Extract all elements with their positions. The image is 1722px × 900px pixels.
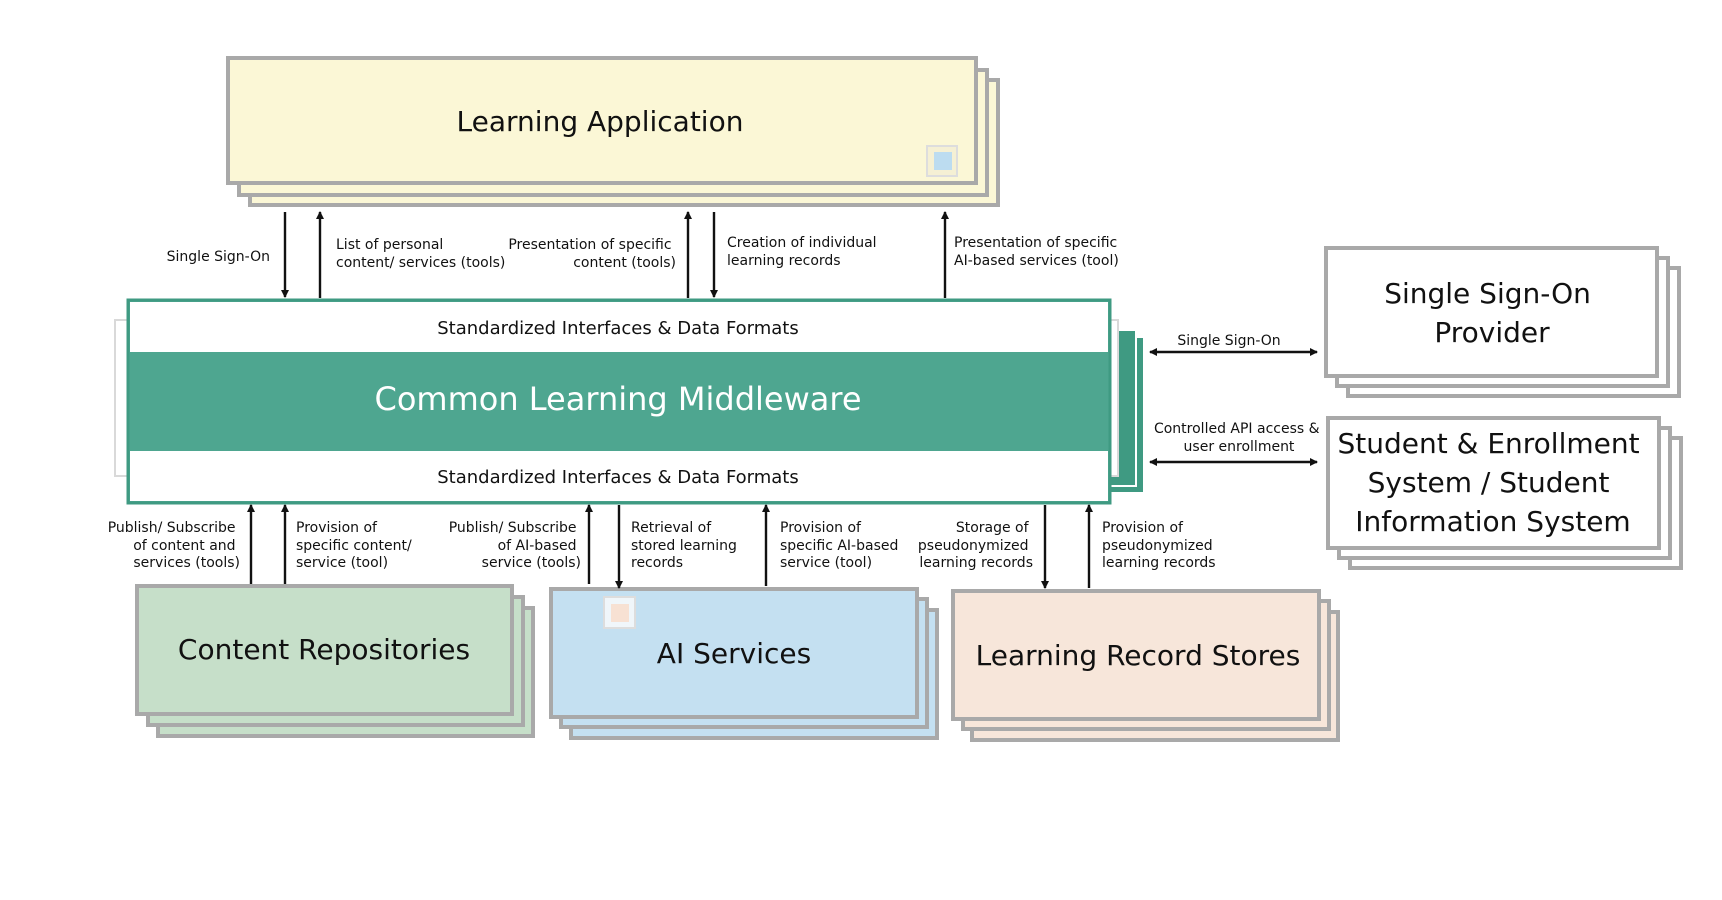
top-interface-label: Standardized Interfaces & Data Formats	[437, 318, 799, 339]
content-repositories-title: Content Repositories	[178, 633, 470, 666]
label-retrieval: Retrieval of stored learning records	[631, 520, 741, 571]
label-record-creation: Creation of individual learning records	[727, 235, 881, 269]
stack-layer	[951, 589, 1321, 721]
label-single-sign-on-top: Single Sign-On	[167, 249, 270, 265]
label-storage-pseudonymized: Storage of pseudonymized learning record…	[918, 520, 1033, 571]
student-system-box: Student & Enrollment System / Student In…	[1326, 416, 1683, 570]
top-arrows	[281, 211, 949, 298]
stack-layer	[1326, 416, 1661, 550]
sso-provider-box: Single Sign-On Provider	[1324, 246, 1681, 398]
label-publish-ai: Publish/ Subscribe of AI-based service (…	[449, 520, 581, 571]
learning-record-stores-box: Learning Record Stores	[951, 589, 1340, 742]
label-controlled-api-access: Controlled API access & user enrollment	[1154, 421, 1324, 455]
label-provision-pseudonymized: Provision of pseudonymized learning reco…	[1102, 520, 1217, 571]
ai-services-title: AI Services	[657, 637, 811, 670]
learning-application-box: Learning Application	[226, 56, 1000, 207]
label-personal-content-list: List of personal content/ services (tool…	[336, 237, 505, 271]
sso-provider-title: Single Sign-On Provider	[1384, 277, 1600, 349]
small-square-icon-inner	[934, 152, 952, 170]
label-publish-content: Publish/ Subscribe of content and servic…	[108, 520, 240, 571]
middleware-box: Standardized Interfaces & Data Formats C…	[114, 298, 1145, 505]
label-content-presentation: Presentation of specific content (tools)	[508, 237, 676, 271]
small-square-icon-inner	[611, 604, 629, 622]
bottom-arrows	[247, 504, 1093, 589]
top-interface-band	[130, 302, 1108, 352]
learning-record-stores-title: Learning Record Stores	[976, 639, 1301, 672]
label-single-sign-on-right: Single Sign-On	[1177, 333, 1280, 349]
content-repositories-box: Content Repositories	[135, 584, 535, 738]
stack-layer	[226, 56, 978, 185]
label-ai-presentation: Presentation of specific AI-based servic…	[954, 235, 1122, 269]
student-system-title: Student & Enrollment System / Student In…	[1337, 427, 1648, 538]
learning-application-title: Learning Application	[457, 105, 744, 138]
label-provision-content: Provision of specific content/ service (…	[296, 520, 416, 571]
ai-services-box: AI Services	[549, 587, 939, 740]
label-provision-ai: Provision of specific AI-based service (…	[780, 520, 903, 571]
bottom-interface-band	[130, 451, 1108, 501]
stack-layer	[135, 584, 514, 716]
stack-layer	[1324, 246, 1659, 378]
middleware-title: Common Learning Middleware	[374, 380, 861, 418]
right-arrows	[1149, 348, 1318, 466]
bottom-interface-label: Standardized Interfaces & Data Formats	[437, 467, 799, 488]
